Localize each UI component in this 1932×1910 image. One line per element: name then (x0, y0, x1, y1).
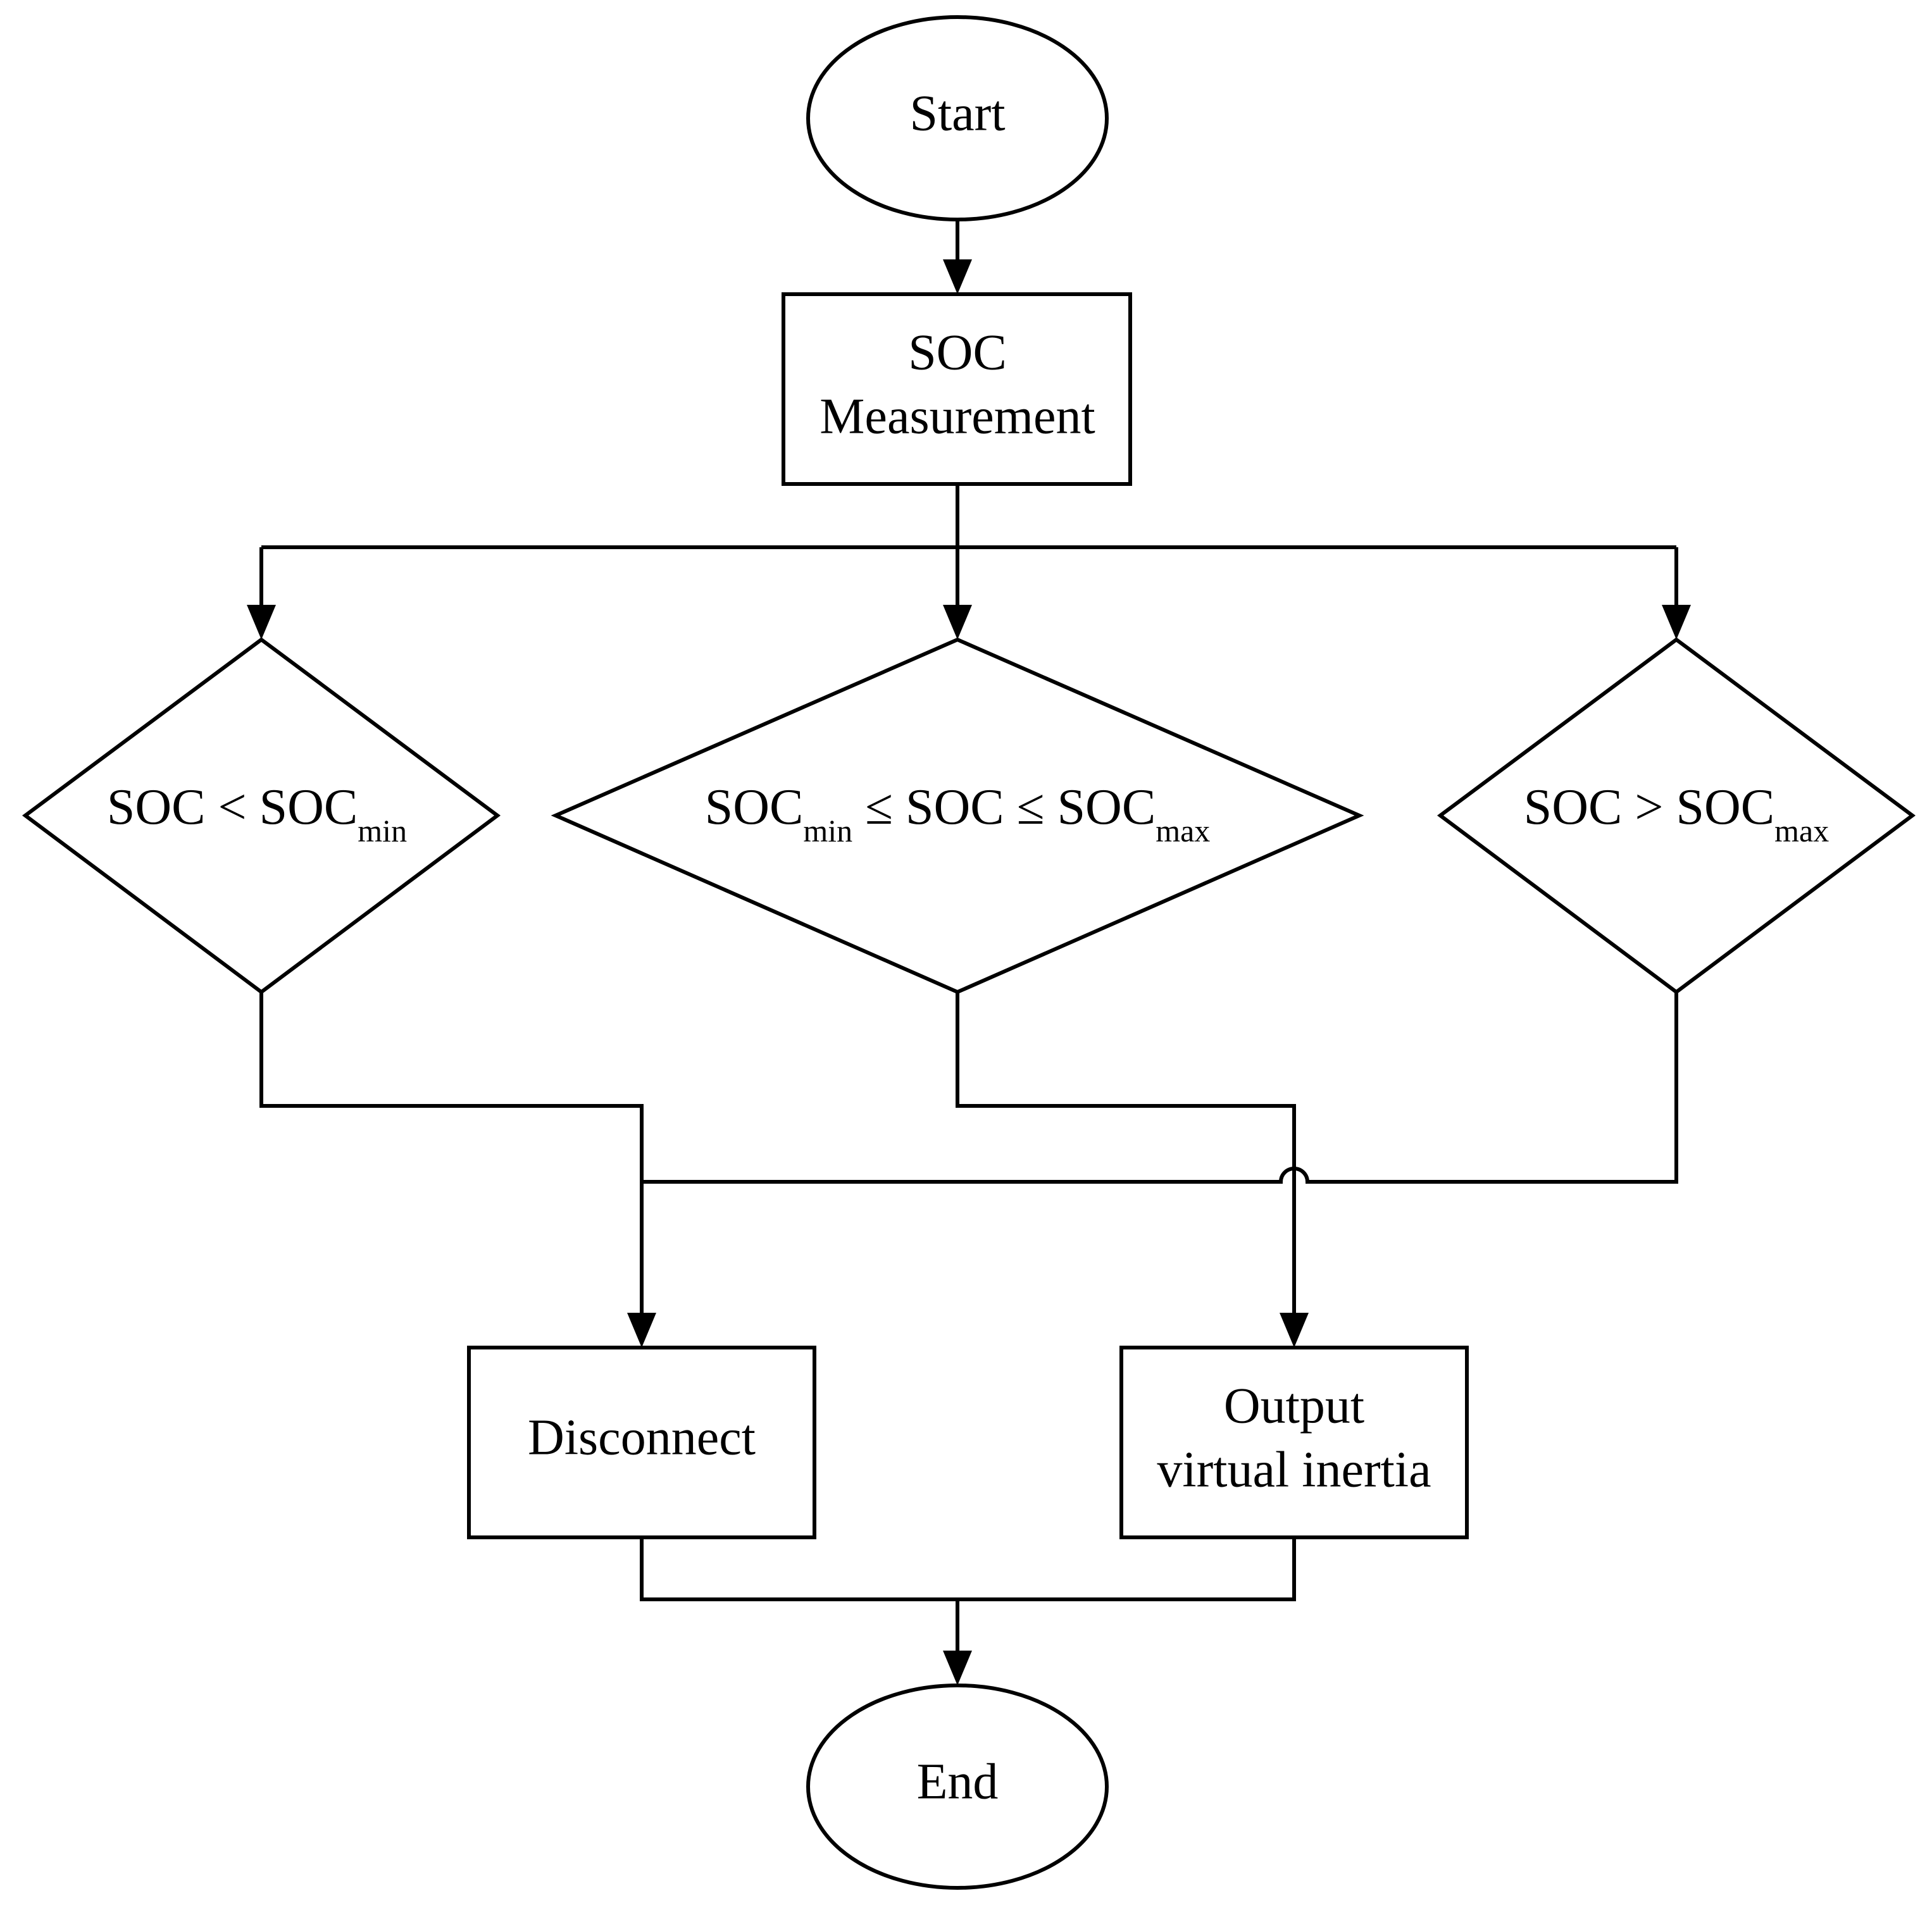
arrowhead-normal (943, 605, 972, 640)
output-label-line1: Output (1224, 1378, 1364, 1434)
condition-normal-text-b: ≤ SOC ≤ SOC (852, 779, 1156, 835)
start-label: Start (909, 85, 1005, 141)
connector-disconnect-merge (640, 1537, 1296, 1601)
arrowhead-disconnect (627, 1313, 656, 1348)
arrowhead-high (1662, 605, 1691, 640)
condition-normal-label: SOCmin ≤ SOC ≤ SOCmax (705, 779, 1211, 848)
measurement-label-line1: SOC (908, 325, 1007, 380)
condition-normal-subscript-max: max (1156, 813, 1210, 848)
condition-low-subscript: min (358, 813, 407, 848)
end-label: End (917, 1754, 999, 1809)
connector-normal-output (956, 992, 1296, 1315)
condition-low-text: SOC < SOC (107, 779, 358, 835)
condition-high-label: SOC > SOCmax (1524, 779, 1829, 848)
arrowhead-low (247, 605, 276, 640)
measurement-label-line2: Measurement (820, 388, 1095, 444)
condition-low-label: SOC < SOCmin (107, 779, 407, 848)
condition-high-text: SOC > SOC (1524, 779, 1774, 835)
connector-low-disconnect (259, 992, 644, 1315)
condition-high-subscript: max (1774, 813, 1829, 848)
arrowhead-output (1280, 1313, 1309, 1348)
arrowhead-end (943, 1651, 972, 1685)
disconnect-label: Disconnect (528, 1410, 756, 1465)
arrowhead-measure (943, 259, 972, 294)
connector-high-disconnect (642, 992, 1678, 1184)
condition-normal-subscript-min: min (803, 813, 852, 848)
output-label-line2: virtual inertia (1157, 1442, 1431, 1498)
condition-normal-text-a: SOC (705, 779, 804, 835)
